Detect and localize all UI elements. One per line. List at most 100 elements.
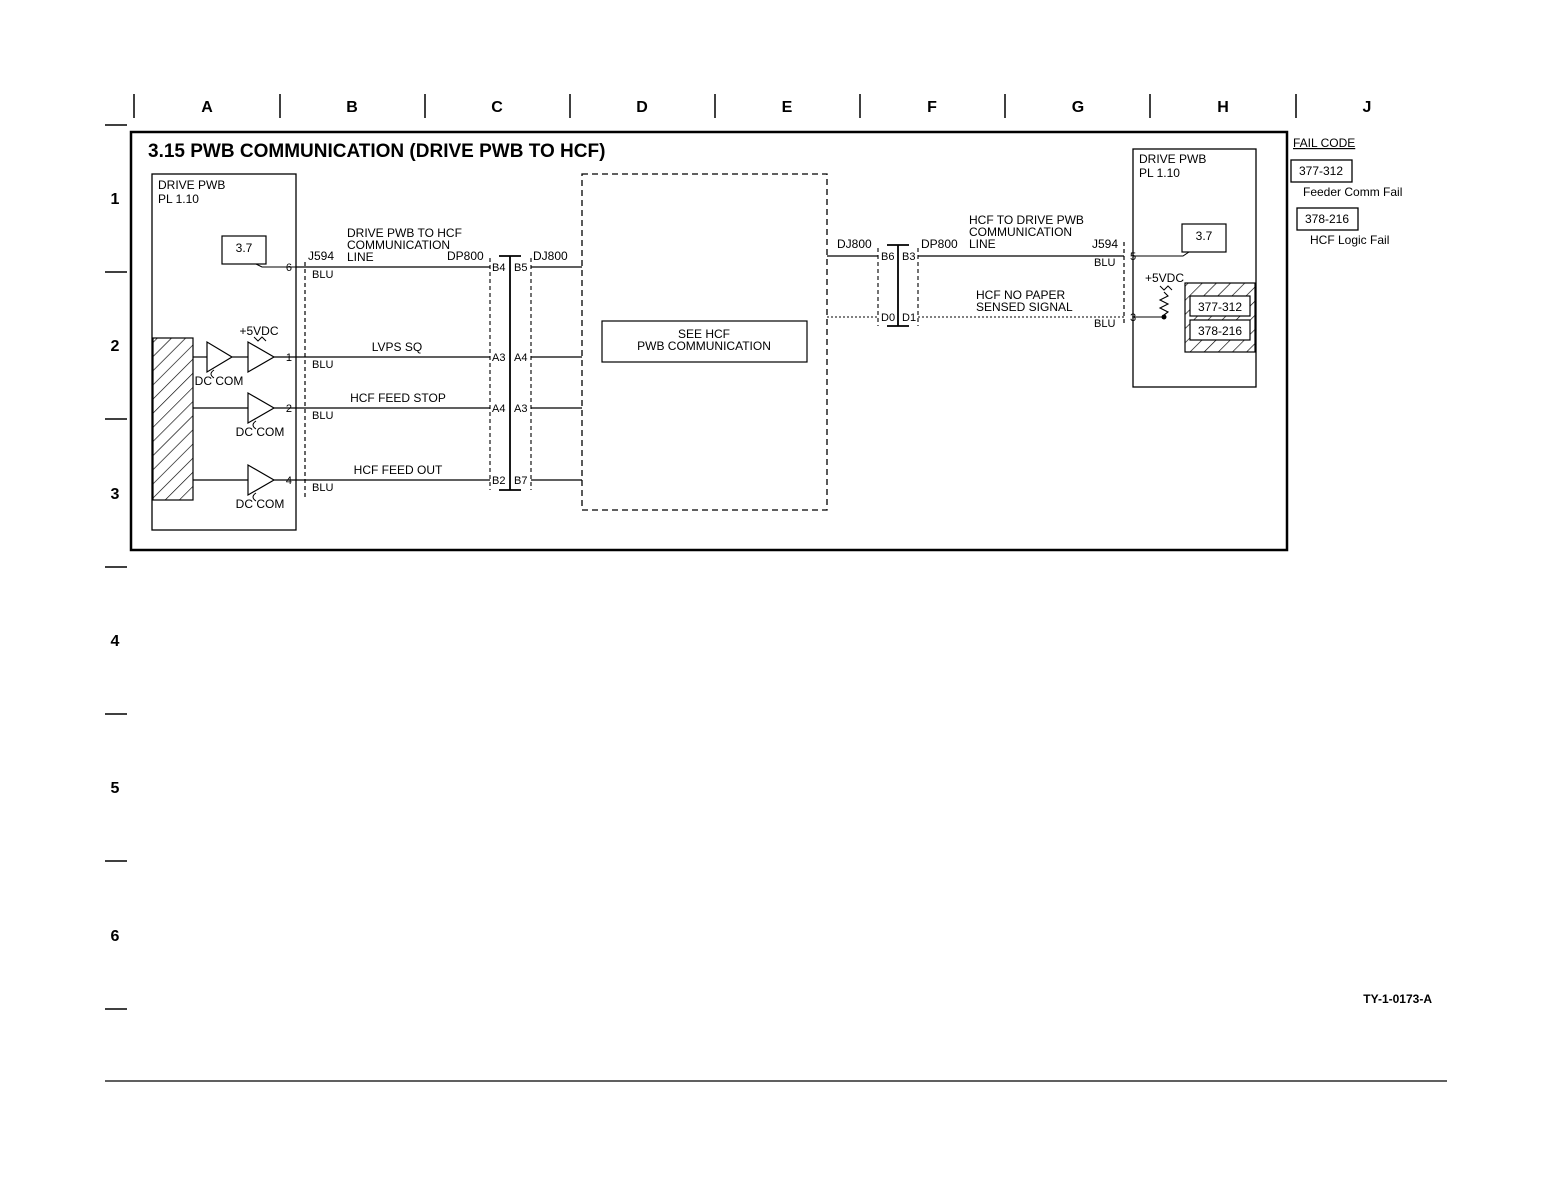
row-label-5: 5 <box>111 780 120 797</box>
left-voltage-label: +5VDC <box>239 324 278 338</box>
right-code-2: 378-216 <box>1198 324 1242 338</box>
fail-code-2: 378-216 <box>1305 212 1349 226</box>
pullup-resistor <box>1158 291 1170 316</box>
left-ref-box <box>221 235 267 265</box>
left-ref-box-label: 3.7 <box>236 241 253 255</box>
left-comm-header-3: LINE <box>347 250 374 264</box>
row-label-2: 2 <box>111 338 120 355</box>
right-pwb-name: DRIVE PWB <box>1139 152 1206 166</box>
left-pin-6: 6 <box>286 262 292 274</box>
right-ref-box <box>1181 223 1227 253</box>
c-pin-a4-right: A4 <box>514 352 527 364</box>
buffer-feed-stop <box>247 391 276 425</box>
wire-color-1: BLU <box>312 269 333 281</box>
f-dp800-label: DP800 <box>921 237 958 251</box>
f-dj800-label: DJ800 <box>837 237 872 251</box>
fail-code-heading: FAIL CODE <box>1293 136 1355 150</box>
column-label-c: C <box>491 99 503 116</box>
c-pin-b5: B5 <box>514 262 527 274</box>
f-pin-d1: D1 <box>902 312 916 324</box>
column-label-j: J <box>1363 99 1372 116</box>
right-code-1: 377-312 <box>1198 300 1242 314</box>
row-label-4: 4 <box>111 633 120 650</box>
left-pin-4: 4 <box>286 475 292 487</box>
wire-color-2: BLU <box>312 359 333 371</box>
row-label-1: 1 <box>111 191 120 208</box>
right-code-box-2 <box>1189 319 1251 341</box>
right-drive-pwb: DRIVE PWB PL 1.10 3.7 +5VDC 377-312 378-… <box>1132 148 1257 388</box>
fail-code-box-2 <box>1296 207 1359 231</box>
right-code-box-1 <box>1189 295 1251 317</box>
row-labels: 1 2 3 4 5 6 <box>111 191 120 945</box>
c-dj800-label: DJ800 <box>533 249 568 263</box>
left-drive-pwb: DRIVE PWB PL 1.10 3.7 +5VDC DC COM DC CO… <box>151 173 297 531</box>
column-labels: A B C D E F G H J <box>201 99 1371 116</box>
left-pwb-hatched-block <box>152 337 194 501</box>
f-pin-b3: B3 <box>902 251 915 263</box>
wire-color-3: BLU <box>312 410 333 422</box>
f-pin-b6: B6 <box>881 251 894 263</box>
ground-label-1: DC COM <box>195 374 244 388</box>
left-pin-2: 2 <box>286 403 292 415</box>
right-ref-box-label: 3.7 <box>1196 229 1213 243</box>
c-to-hcf-wires <box>531 266 582 481</box>
c-pin-b2: B2 <box>492 475 505 487</box>
ground-label-3: DC COM <box>236 497 285 511</box>
c-pin-b7: B7 <box>514 475 527 487</box>
ground-label-2: DC COM <box>236 425 285 439</box>
c-connector-pair <box>489 255 532 491</box>
signal-lvps-sq: LVPS SQ <box>372 340 422 354</box>
figure-id: TY-1-0173-A <box>1363 992 1432 1006</box>
fail-code-1: 377-312 <box>1299 164 1343 178</box>
row-grid <box>105 124 127 1010</box>
left-wires <box>296 266 490 481</box>
left-comm-header-1: DRIVE PWB TO HCF <box>347 226 462 240</box>
c-pin-b4: B4 <box>492 262 505 274</box>
fail-code-2-desc: HCF Logic Fail <box>1310 233 1389 247</box>
diagram-title: 3.15 PWB COMMUNICATION (DRIVE PWB TO HCF… <box>148 141 605 162</box>
see-hcf-line1: SEE HCF <box>678 327 730 341</box>
c-pin-a3-right: A3 <box>514 403 527 415</box>
right-pwb-hatched-block <box>1184 282 1256 353</box>
left-pwb-ref: PL 1.10 <box>158 192 199 206</box>
right-j594-label: J594 <box>1092 237 1118 251</box>
diagram-frame <box>129 130 1289 552</box>
nopaper-line2: SENSED SIGNAL <box>976 300 1073 314</box>
wire-color-4: BLU <box>312 482 333 494</box>
buffer-lvps-1 <box>206 340 234 374</box>
left-comm-header-2: COMMUNICATION <box>347 238 450 252</box>
buffer-lvps-2 <box>247 340 276 374</box>
c-pin-a3: A3 <box>492 352 505 364</box>
left-pwb-name: DRIVE PWB <box>158 178 225 192</box>
column-label-d: D <box>636 99 648 116</box>
right-wire-color-2: BLU <box>1094 318 1115 330</box>
fail-code-1-desc: Feeder Comm Fail <box>1303 185 1402 199</box>
column-label-g: G <box>1072 99 1084 116</box>
right-comm-header-1: HCF TO DRIVE PWB <box>969 213 1084 227</box>
column-grid <box>133 94 1297 118</box>
f-connector-pair <box>877 244 919 327</box>
column-label-f: F <box>927 99 937 116</box>
fail-code-legend: FAIL CODE 377-312 Feeder Comm Fail 378-2… <box>1290 136 1402 247</box>
column-label-a: A <box>201 99 213 116</box>
right-pwb-ref: PL 1.10 <box>1139 166 1180 180</box>
c-dp800-label: DP800 <box>447 249 484 263</box>
row-label-3: 3 <box>111 486 120 503</box>
fail-code-box-1 <box>1290 159 1353 183</box>
f-pin-d0: D0 <box>881 312 895 324</box>
column-label-e: E <box>782 99 793 116</box>
right-comm-header-3: LINE <box>969 237 996 251</box>
hcf-region <box>581 173 828 511</box>
c-pin-a4: A4 <box>492 403 505 415</box>
right-comm-header-2: COMMUNICATION <box>969 225 1072 239</box>
signal-hcf-feed-stop: HCF FEED STOP <box>350 391 446 405</box>
left-j594-label: J594 <box>308 249 334 263</box>
column-label-h: H <box>1217 99 1229 116</box>
signal-hcf-feed-out: HCF FEED OUT <box>354 463 443 477</box>
see-hcf-line2: PWB COMMUNICATION <box>637 339 771 353</box>
right-voltage-label: +5VDC <box>1145 271 1184 285</box>
column-label-b: B <box>346 99 358 116</box>
nopaper-line1: HCF NO PAPER <box>976 288 1065 302</box>
right-wire-color-1: BLU <box>1094 257 1115 269</box>
